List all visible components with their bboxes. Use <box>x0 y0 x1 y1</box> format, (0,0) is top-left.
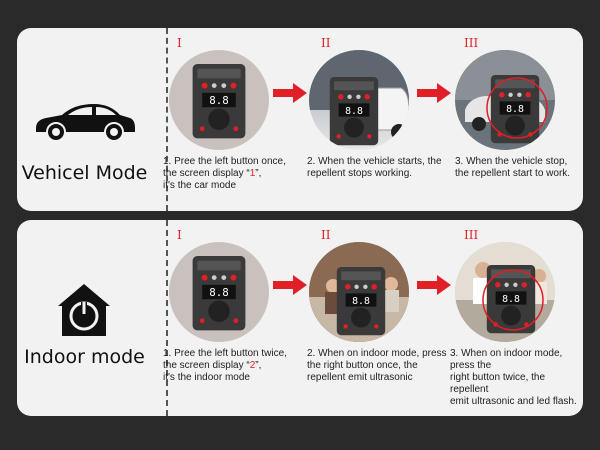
step-caption: 3. When the vehicle stop, the repellent … <box>455 156 571 179</box>
arrow-right-icon <box>273 83 307 103</box>
step-caption: 2. When the vehicle starts, the repellen… <box>307 156 442 179</box>
device-display: 8.8 <box>506 104 524 115</box>
arrow-right-icon <box>273 275 307 295</box>
step-caption: 1. Pree the left button twice, the scree… <box>163 348 287 383</box>
step-numeral: I <box>177 36 182 50</box>
arrow-right-icon <box>417 275 451 295</box>
vehicle-mode-card: Vehicel Mode I 8.8 1. Pree the left butt… <box>17 28 583 211</box>
step-image-couple-sofa: 8.8 <box>455 242 555 342</box>
device-display: 8.8 <box>209 94 229 107</box>
indoor-mode-title: Indoor mode <box>24 346 145 368</box>
step-numeral: I <box>177 228 182 242</box>
home-power-icon <box>58 284 110 336</box>
step-numeral: III <box>464 228 479 242</box>
car-icon <box>36 104 135 142</box>
vehicle-mode-title: Vehicel Mode <box>21 162 148 184</box>
device-display: 8.8 <box>352 296 370 307</box>
step-image-device: 8.8 <box>169 50 269 150</box>
device-display: 8.8 <box>345 106 363 117</box>
device-display: 8.8 <box>502 294 520 305</box>
step-caption: 2. When on indoor mode, press the right … <box>307 348 447 383</box>
device-display: 8.8 <box>209 286 229 299</box>
vehicle-mode-column: Vehicel Mode <box>17 28 152 211</box>
step-numeral: II <box>321 36 331 50</box>
step-image-device: 8.8 <box>169 242 269 342</box>
step-image-car-start: 8.8 <box>309 50 409 150</box>
step-numeral: II <box>321 228 331 242</box>
indoor-mode-column: Indoor mode <box>17 220 152 416</box>
indoor-mode-card: Indoor mode I 8.8 1. Pree the left butto… <box>17 220 583 416</box>
step-image-family-room: 8.8 <box>309 242 409 342</box>
dashed-divider <box>166 28 168 211</box>
step-image-car-stop: 8.8 <box>455 50 555 150</box>
step-caption: 3. When on indoor mode, press the right … <box>450 348 577 407</box>
dashed-divider <box>166 220 168 416</box>
arrow-right-icon <box>417 83 451 103</box>
step-caption: 1. Pree the left button once, the screen… <box>163 156 286 191</box>
step-numeral: III <box>464 36 479 50</box>
